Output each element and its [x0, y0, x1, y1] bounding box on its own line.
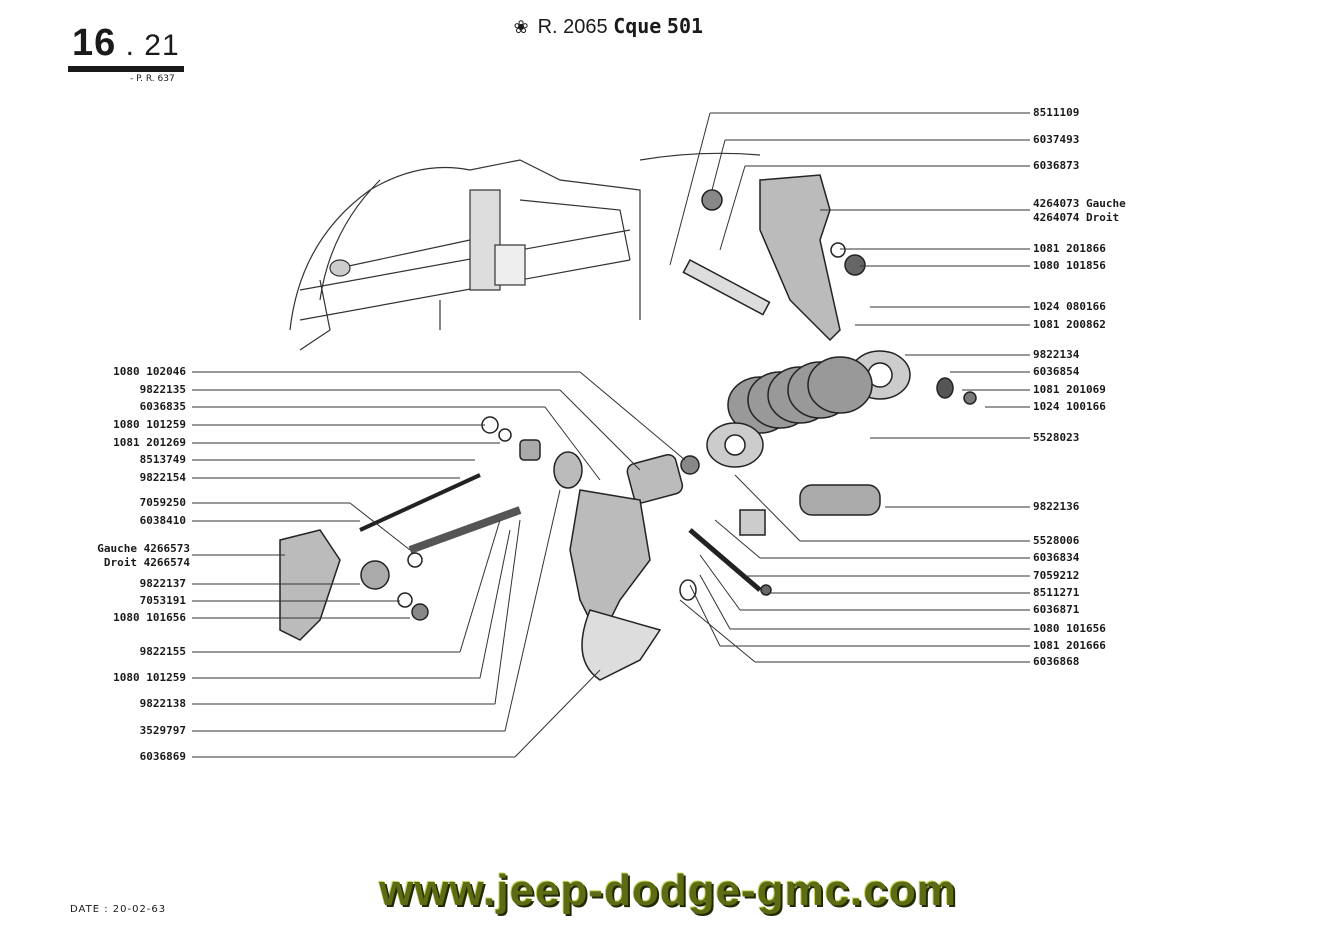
leader-lines: [192, 112, 1030, 758]
part-label: 1081 201866: [1033, 242, 1106, 255]
vehicle-context-sketch: [289, 152, 761, 351]
part-label: Gauche 4266573: [97, 542, 190, 555]
part-label: 6036871: [1033, 603, 1080, 616]
part-label: 6036854: [1033, 365, 1080, 378]
part-label: 4264073 Gauche: [1033, 197, 1126, 210]
cque-label: Cque: [613, 14, 662, 38]
website-watermark: www.jeep-dodge-gmc.com: [379, 866, 957, 915]
renault-logo-icon: ❀: [513, 17, 529, 37]
model-header: ❀ R. 2065 Cque 501: [510, 14, 703, 39]
part-label: 1081 200862: [1033, 318, 1106, 331]
part-label: 4264074 Droit: [1033, 211, 1120, 224]
page-number-rule: [68, 66, 184, 72]
part-label: 1080 102046: [113, 365, 186, 378]
part-label: 5528023: [1033, 431, 1080, 444]
cque-number: 501: [666, 14, 704, 38]
part-label: 9822137: [139, 577, 186, 590]
part-label: 7059212: [1033, 569, 1080, 582]
page-number-main: 16: [72, 22, 117, 64]
part-label: 9822138: [139, 697, 186, 710]
part-label: 3529797: [139, 724, 186, 737]
part-label: 6037493: [1033, 133, 1080, 146]
part-label: Droit 4266574: [103, 556, 190, 569]
page-number: 16 . 21: [72, 22, 180, 64]
part-label: 6036835: [139, 400, 186, 413]
part-label: 6036834: [1033, 551, 1080, 564]
part-label: 6036873: [1033, 159, 1080, 172]
pr-reference: - P. R. 637: [130, 74, 175, 84]
model-ref: R. 2065: [537, 16, 608, 38]
part-label: 1080 101656: [1033, 622, 1106, 635]
part-label: 7059250: [139, 496, 186, 509]
part-label: 8511271: [1033, 586, 1080, 599]
part-label: 6038410: [139, 514, 186, 527]
part-label: 1080 101259: [113, 671, 186, 684]
part-label: 9822154: [139, 471, 186, 484]
part-label: 1081 201269: [113, 436, 186, 449]
part-label: 5528006: [1033, 534, 1080, 547]
part-label: 9822134: [1033, 348, 1080, 361]
part-label: 1081 201069: [1033, 383, 1106, 396]
part-label: 6036869: [139, 750, 186, 763]
shock-absorber-assembly: [682, 174, 977, 596]
part-label: 7053191: [139, 594, 186, 607]
part-label: 1024 080166: [1033, 300, 1106, 313]
part-label: 1080 101259: [113, 418, 186, 431]
part-label: 1024 100166: [1033, 400, 1106, 413]
part-label: 8513749: [139, 453, 186, 466]
page-number-sub: 21: [144, 29, 180, 62]
part-label: 1081 201666: [1033, 639, 1106, 652]
part-label: 1080 101856: [1033, 259, 1106, 272]
part-label: 9822155: [139, 645, 186, 658]
part-label: 9822136: [1033, 500, 1080, 513]
lower-arm-assembly: [279, 416, 700, 681]
part-label: 1080 101656: [113, 611, 186, 624]
date-stamp: DATE : 20-02-63: [70, 904, 167, 915]
part-label: 8511109: [1033, 106, 1080, 119]
part-label: 9822135: [139, 383, 186, 396]
part-label: 6036868: [1033, 655, 1080, 668]
